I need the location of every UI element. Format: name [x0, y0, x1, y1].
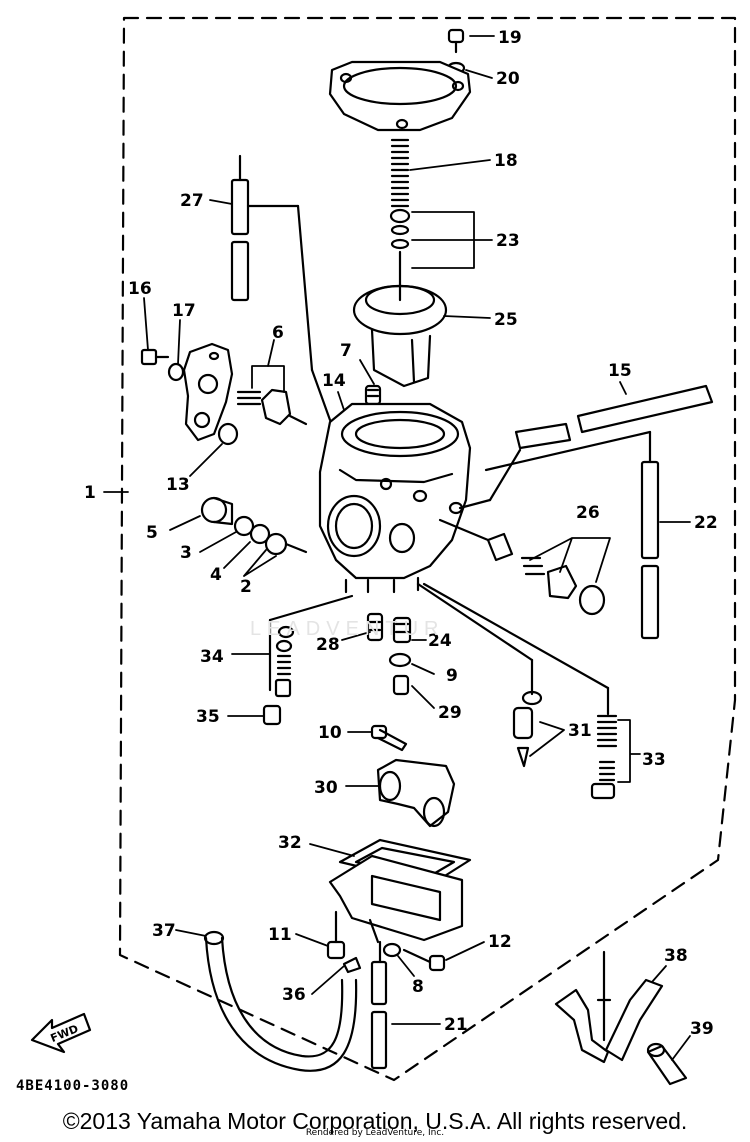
callout-18: 18 — [494, 151, 518, 171]
copyright-text: ©2013 Yamaha Motor Corporation, U.S.A. A… — [62, 1108, 688, 1134]
callout-15: 15 — [608, 361, 632, 381]
callout-5: 5 — [146, 523, 158, 543]
callout-23: 23 — [496, 231, 520, 251]
callout-22: 22 — [694, 513, 718, 533]
part-31-float-valve — [416, 582, 543, 768]
part-code: 4BE4100-3080 — [16, 1078, 129, 1094]
callout-38: 38 — [664, 946, 688, 966]
part-30-float — [376, 758, 456, 828]
part-4-washer — [249, 523, 271, 545]
part-choke-housing — [182, 342, 234, 442]
part-26-pilot-screw-set — [438, 518, 606, 616]
callout-leaders — [103, 35, 691, 1061]
part-39-hose — [646, 1042, 688, 1086]
part-17-washer — [167, 362, 185, 382]
callout-30: 30 — [314, 778, 338, 798]
fwd-arrow-icon — [30, 1012, 92, 1054]
part-2-nut — [264, 532, 308, 556]
callout-11: 11 — [268, 925, 292, 945]
part-9-washer — [388, 652, 412, 668]
callout-2: 2 — [240, 577, 252, 597]
watermark: LEADVENTUR — [250, 618, 445, 640]
callout-29: 29 — [438, 703, 462, 723]
part-18-spring — [390, 138, 410, 208]
part-15-hose — [458, 384, 714, 510]
part-6-plunger — [236, 388, 308, 426]
callout-4: 4 — [210, 565, 222, 585]
callout-19: 19 — [498, 28, 522, 48]
part-33-screw-spring — [422, 582, 618, 800]
callout-1: 1 — [84, 483, 96, 503]
callout-39: 39 — [690, 1019, 714, 1039]
callout-10: 10 — [318, 723, 342, 743]
part-13-oring — [217, 422, 239, 446]
callout-27: 27 — [180, 191, 204, 211]
part-12-screw — [402, 948, 446, 972]
callout-28: 28 — [316, 635, 340, 655]
part-22-hose — [484, 430, 660, 640]
callout-17: 17 — [172, 301, 196, 321]
part-28-jet — [366, 612, 384, 642]
part-35-cap — [262, 704, 282, 726]
part-8-oring — [382, 942, 402, 958]
callout-32: 32 — [278, 833, 302, 853]
part-19-screw — [447, 28, 465, 54]
part-5-cap — [200, 496, 234, 526]
part-float-bowl — [328, 854, 464, 944]
callout-9: 9 — [446, 666, 458, 686]
callout-8: 8 — [412, 977, 424, 997]
callout-25: 25 — [494, 310, 518, 330]
callout-labels: 19 20 18 23 25 27 16 17 6 7 14 15 13 1 5… — [84, 28, 718, 1039]
carburetor-body — [318, 402, 472, 594]
callout-6: 6 — [272, 323, 284, 343]
callout-34: 34 — [200, 647, 224, 667]
part-37-hose — [203, 930, 358, 1072]
part-38-bracket — [554, 950, 664, 1064]
part-3-washer — [233, 515, 255, 537]
part-11-screw — [326, 910, 346, 960]
callout-33: 33 — [642, 750, 666, 770]
part-29-main-jet — [392, 674, 410, 696]
part-7-jet — [364, 384, 382, 406]
part-10-pin — [370, 724, 408, 752]
callout-37: 37 — [152, 921, 176, 941]
part-25-diaphragm — [352, 284, 448, 388]
callout-16: 16 — [128, 279, 152, 299]
rendered-by-text: Rendered by LeadVenture, Inc. — [305, 1128, 445, 1138]
callout-3: 3 — [180, 543, 192, 563]
callout-24: 24 — [428, 631, 452, 651]
part-24-jet — [392, 616, 412, 644]
callout-35: 35 — [196, 707, 220, 727]
callout-20: 20 — [496, 69, 520, 89]
part-27-hose — [230, 154, 332, 422]
part-21-hose — [370, 940, 388, 1070]
callout-21: 21 — [444, 1015, 468, 1035]
callout-31: 31 — [568, 721, 592, 741]
callout-13: 13 — [166, 475, 190, 495]
part-34-set — [274, 625, 295, 698]
callout-7: 7 — [340, 341, 352, 361]
callout-14: 14 — [322, 371, 346, 391]
callout-36: 36 — [282, 985, 306, 1005]
part-top-cover — [328, 60, 472, 132]
callout-26: 26 — [576, 503, 600, 523]
part-36-clip — [342, 956, 362, 974]
assembly-boundary — [118, 16, 737, 1082]
part-16-screw — [140, 348, 170, 366]
callout-12: 12 — [488, 932, 512, 952]
part-23-needle-set — [389, 208, 411, 302]
part-34-bracket — [268, 594, 354, 692]
